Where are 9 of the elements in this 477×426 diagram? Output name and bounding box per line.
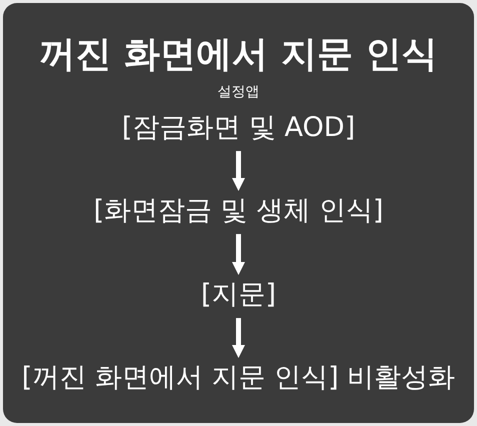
- subtitle: 설정앱: [218, 84, 260, 100]
- arrow: [232, 234, 245, 275]
- title: 꺼진 화면에서 지문 인식: [40, 34, 438, 76]
- step-text: [화면잠금 및 생체 인식]: [94, 195, 384, 226]
- step-text: [꺼진 화면에서 지문 인식] 비활성화: [22, 362, 456, 394]
- arrow: [232, 318, 245, 358]
- arrow: [232, 151, 245, 191]
- step-text: [지문]: [200, 279, 276, 310]
- step-text: [잠금화면 및 AOD]: [122, 112, 356, 144]
